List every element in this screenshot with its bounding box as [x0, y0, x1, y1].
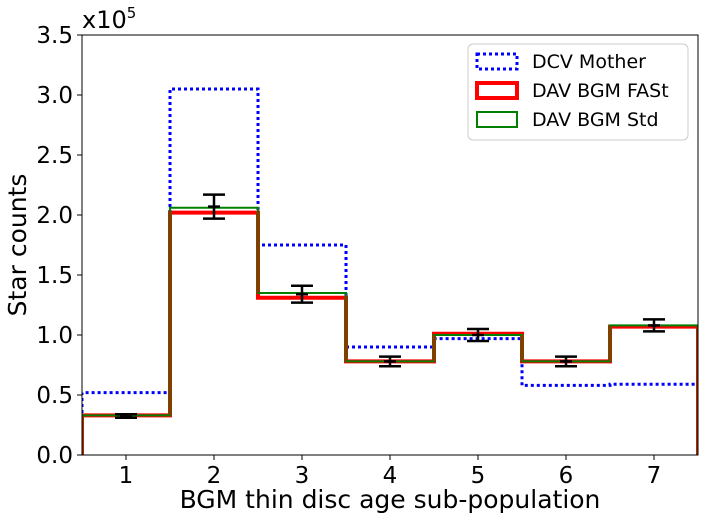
error-bar-2 [203, 193, 225, 220]
x-tick-label-7: 7 [647, 463, 662, 489]
y-tick-label-0: 0.0 [36, 443, 73, 469]
plot-area [82, 87, 698, 455]
x-tick-label-6: 6 [559, 463, 574, 489]
y-axis-label: Star counts [3, 174, 32, 317]
y-tick-label-6: 3.0 [36, 83, 73, 109]
x-axis-label: BGM thin disc age sub-population [180, 485, 601, 514]
y-tick-label-1: 0.5 [36, 383, 73, 409]
series-line-2 [82, 206, 698, 455]
series-line-1 [82, 210, 698, 455]
error-bar-7 [643, 318, 665, 333]
x-tick-label-1: 1 [119, 463, 134, 489]
y-axis-multiplier: x105 [82, 4, 136, 34]
y-tick-label-5: 2.5 [36, 143, 73, 169]
y-tick-label-2: 1.0 [36, 323, 73, 349]
series-line-0 [82, 87, 698, 455]
legend-swatch-2 [476, 111, 518, 128]
y-tick-label-7: 3.5 [36, 23, 73, 49]
error-bar-5 [467, 327, 489, 343]
error-bar-1 [115, 412, 137, 420]
error-bar-6 [555, 355, 577, 368]
legend-box [467, 43, 689, 141]
y-tick-label-4: 2.0 [36, 203, 73, 229]
x-tick-label-4: 4 [383, 463, 398, 489]
error-bar-3 [291, 284, 313, 304]
legend-swatch-0 [475, 52, 519, 71]
legend-label-2: DAV BGM Std [532, 109, 659, 131]
legend-label-1: DAV BGM FASt [532, 80, 669, 102]
axes: 1 2 3 4 5 6 7 0.0 0.5 1.0 1.5 2.0 2.5 3.0 3.5 [36, 23, 699, 489]
x-tick-label-3: 3 [295, 463, 310, 489]
x-tick-label-2: 2 [207, 463, 222, 489]
y-tick-label-3: 1.5 [36, 263, 73, 289]
error-bar-4 [379, 355, 401, 368]
legend-label-0: DCV Mother [532, 51, 646, 73]
x-tick-label-5: 5 [471, 463, 486, 489]
legend-swatch-1 [475, 81, 519, 100]
